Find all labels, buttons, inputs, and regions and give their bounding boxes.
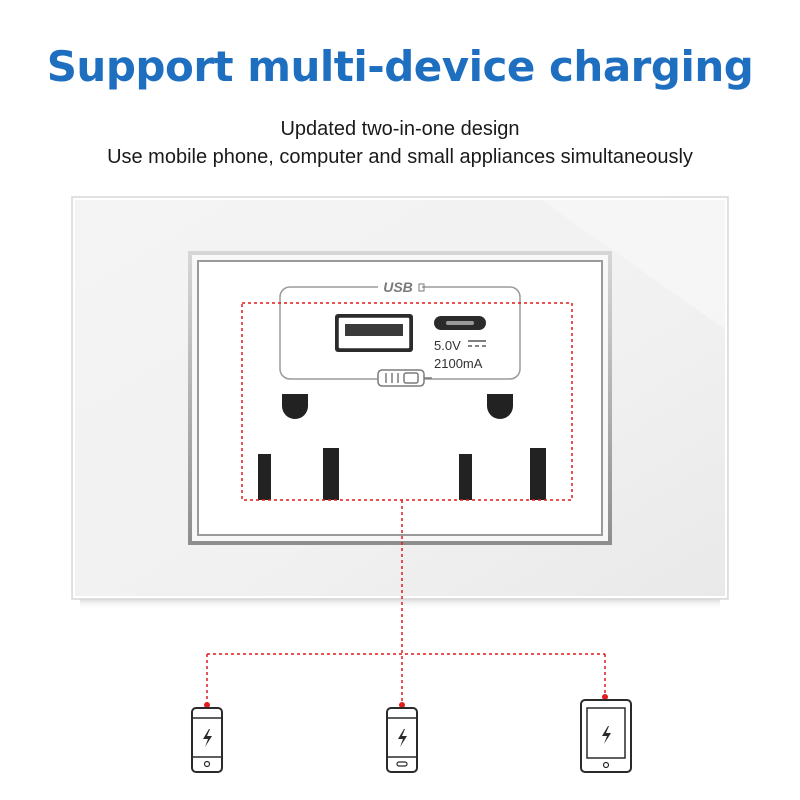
highlight-lines <box>206 302 606 705</box>
usb-c-tongue <box>446 321 474 325</box>
usb-badge-mark <box>418 283 425 292</box>
glass-reflection <box>540 199 726 330</box>
ground-hole-right <box>487 394 513 419</box>
connector-dot-right <box>602 694 608 700</box>
subtitle-line-1: Updated two-in-one design <box>280 118 520 140</box>
connector-dot-center <box>399 702 405 708</box>
highlight-box <box>241 302 573 501</box>
charging-phone-icon <box>386 707 418 773</box>
voltage-label: 5.0V <box>434 338 461 353</box>
slot-left-2 <box>323 448 339 500</box>
usb-badge-bg <box>378 278 422 294</box>
headline-title: Support multi-device charging <box>46 42 754 91</box>
usb-badge-text: USB <box>383 279 413 295</box>
cable-connector-icon <box>377 369 432 387</box>
current-label: 2100mA <box>434 356 483 371</box>
socket-module: USB 5.0V 2100mA <box>188 251 612 545</box>
charging-phone-icon <box>191 707 223 773</box>
dc-symbol <box>468 340 486 347</box>
usb-a-port <box>335 314 413 352</box>
glass-edge <box>73 198 727 598</box>
subtitle-line-2: Use mobile phone, computer and small app… <box>107 146 693 168</box>
slot-right-1 <box>459 454 472 500</box>
charging-tablet-icon <box>580 699 632 773</box>
ground-hole-left <box>282 394 308 419</box>
slot-right-2 <box>530 448 546 500</box>
connector-dot-left <box>204 702 210 708</box>
slot-left-1 <box>258 454 271 500</box>
